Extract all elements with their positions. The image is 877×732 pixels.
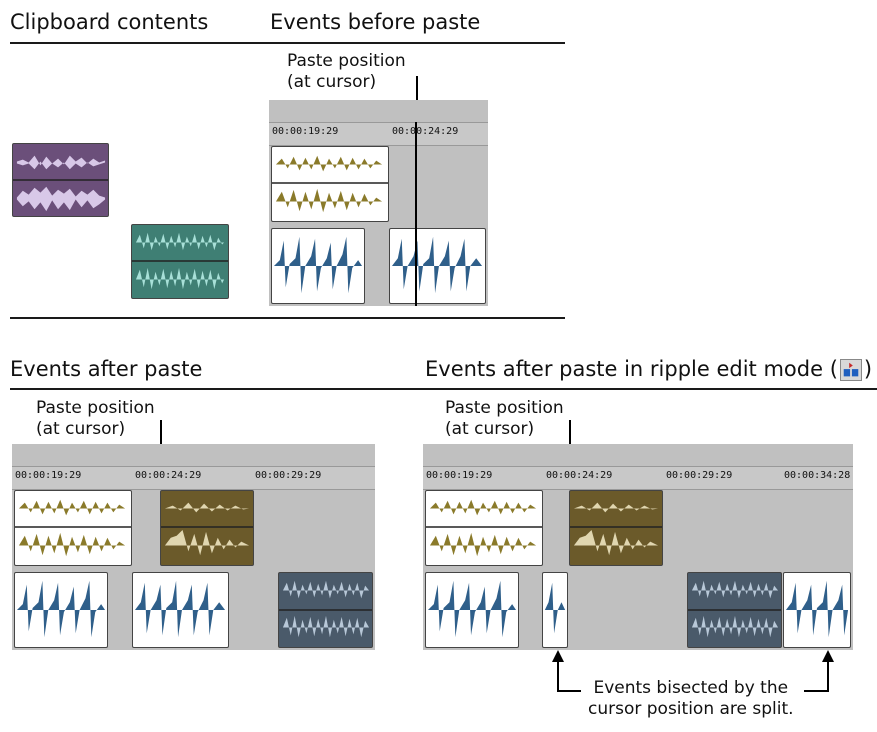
callout-after-line1: Paste position: [36, 398, 155, 418]
event-olive-before: [271, 146, 389, 222]
callout-after-line2: (at cursor): [36, 419, 126, 439]
ruler-after: 00:00:19:29 00:00:24:29 00:00:29:29: [12, 466, 375, 490]
ruler-label-ripple-1: 00:00:19:29: [426, 470, 493, 481]
event-blue-ripple-split: [542, 572, 568, 648]
heading-before-paste: Events before paste: [270, 10, 481, 34]
clipboard-event-purple: [12, 143, 109, 217]
callout-paste-ripple: Paste position (at cursor): [445, 398, 564, 440]
event-olive-ripple-pasted: [569, 490, 663, 566]
bottom-rule: [10, 388, 877, 390]
callout-line1: Paste position: [287, 51, 406, 71]
ruler-ripple: 00:00:19:29 00:00:24:29 00:00:29:29 00:0…: [423, 466, 853, 490]
ruler-label-ripple-2: 00:00:24:29: [546, 470, 613, 481]
callout-ripple-line2: (at cursor): [445, 419, 535, 439]
heading-ripple-close: ): [863, 357, 873, 381]
split-arrow-left-line: [557, 660, 559, 692]
callout-split-note: Events bisected by the cursor position a…: [588, 678, 794, 720]
event-blue-ripple-1: [425, 572, 519, 648]
split-arrow-right-line: [827, 660, 829, 692]
event-blue-after-2: [132, 572, 229, 648]
heading-after-paste: Events after paste: [10, 357, 203, 381]
ruler-label-ripple-3: 00:00:29:29: [666, 470, 733, 481]
event-blue-before-1: [271, 228, 365, 304]
heading-ripple-text: Events after paste in ripple edit mode (: [425, 357, 838, 381]
middle-rule: [10, 317, 565, 319]
split-arrow-left-h: [557, 690, 581, 692]
waveform-blue-after-2: [134, 580, 226, 638]
waveform-blue-after-1: [16, 580, 106, 638]
timeline-ripple: 00:00:19:29 00:00:24:29 00:00:29:29 00:0…: [423, 444, 853, 650]
split-arrow-right-head: [822, 650, 834, 662]
arrow-paste-ripple: [569, 420, 571, 446]
waveform-olive-ripple: [426, 499, 542, 557]
split-note-line2: cursor position are split.: [588, 699, 794, 719]
event-olive-after-1: [14, 490, 132, 566]
waveform-blue-2: [391, 236, 483, 294]
event-olive-ripple-1: [425, 490, 543, 566]
arrow-paste-before: [416, 76, 418, 102]
waveform-olive: [272, 155, 388, 213]
timeline-before: 00:00:19:29 00:00:24:29: [269, 100, 488, 306]
callout-ripple-line1: Paste position: [445, 398, 564, 418]
waveform-olive-pasted: [161, 502, 253, 556]
waveform-slate: [279, 580, 372, 638]
ruler-label-after-1: 00:00:19:29: [15, 470, 82, 481]
callout-line2: (at cursor): [287, 72, 377, 92]
ruler-label-before-1: 00:00:19:29: [272, 126, 339, 137]
waveform-olive-after: [15, 499, 131, 557]
ripple-edit-icon-svg: [843, 362, 859, 377]
split-note-line1: Events bisected by the: [593, 678, 789, 698]
event-slate-ripple-pasted: [687, 572, 782, 648]
callout-paste-after: Paste position (at cursor): [36, 398, 155, 440]
ruler-label-after-3: 00:00:29:29: [255, 470, 322, 481]
waveform-blue-ripple-split: [544, 582, 566, 634]
cursor-before: [415, 122, 417, 306]
split-arrow-left-head: [552, 650, 564, 662]
heading-ripple: Events after paste in ripple edit mode (…: [425, 357, 872, 381]
ruler-label-before-2: 00:00:24:29: [392, 126, 459, 137]
event-blue-before-2: [389, 228, 486, 304]
waveform-teal: [132, 232, 228, 290]
waveform-blue-ripple-tail: [785, 580, 849, 638]
event-slate-after-pasted: [278, 572, 373, 648]
waveform-purple: [13, 155, 108, 212]
clipboard-event-teal: [131, 224, 229, 299]
top-rule: [10, 42, 565, 44]
event-blue-ripple-tail: [783, 572, 851, 648]
waveform-olive-ripple-pasted: [570, 502, 662, 556]
event-olive-after-pasted: [160, 490, 254, 566]
ruler-before: 00:00:19:29 00:00:24:29: [269, 122, 488, 146]
ripple-edit-icon: [839, 359, 862, 381]
timeline-after: 00:00:19:29 00:00:24:29 00:00:29:29: [12, 444, 375, 650]
ruler-label-after-2: 00:00:24:29: [135, 470, 202, 481]
ruler-label-ripple-4: 00:00:34:28: [784, 470, 851, 481]
arrow-paste-after: [160, 420, 162, 446]
waveform-blue: [273, 236, 363, 294]
waveform-slate-ripple: [688, 580, 781, 638]
split-arrow-right-h: [804, 690, 829, 692]
event-blue-after-1: [14, 572, 108, 648]
callout-paste-before: Paste position (at cursor): [287, 51, 406, 93]
waveform-blue-ripple-1: [427, 580, 517, 638]
heading-clipboard: Clipboard contents: [10, 10, 209, 34]
